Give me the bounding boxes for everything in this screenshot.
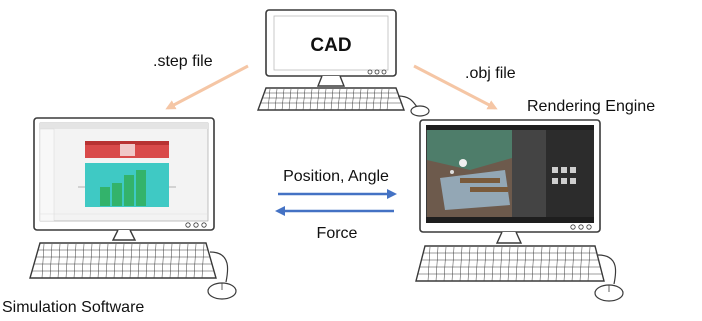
- cad-screen-label: CAD: [310, 35, 351, 56]
- arrow-cad-to-simulation: [165, 64, 249, 110]
- rendering-screen: [426, 125, 594, 223]
- rendering-caption: Rendering Engine: [527, 98, 655, 115]
- cad-keyboard: [257, 87, 405, 111]
- rendering-keyboard: [415, 245, 605, 282]
- simulation-screen: [39, 122, 209, 222]
- simulation-caption: Simulation Software: [2, 299, 144, 316]
- label-obj-file: .obj file: [465, 65, 516, 82]
- cad-mouse: [410, 105, 430, 117]
- arrow-cad-to-rendering: [413, 64, 498, 110]
- label-step-file: .step file: [153, 53, 213, 70]
- simulation-keyboard: [29, 242, 217, 279]
- cad-computer: CAD: [257, 9, 430, 117]
- simulation-computer: Simulation Software: [2, 117, 237, 316]
- label-force: Force: [317, 225, 358, 242]
- rendering-computer: Rendering Engine: [415, 98, 655, 302]
- label-position-angle: Position, Angle: [283, 168, 389, 185]
